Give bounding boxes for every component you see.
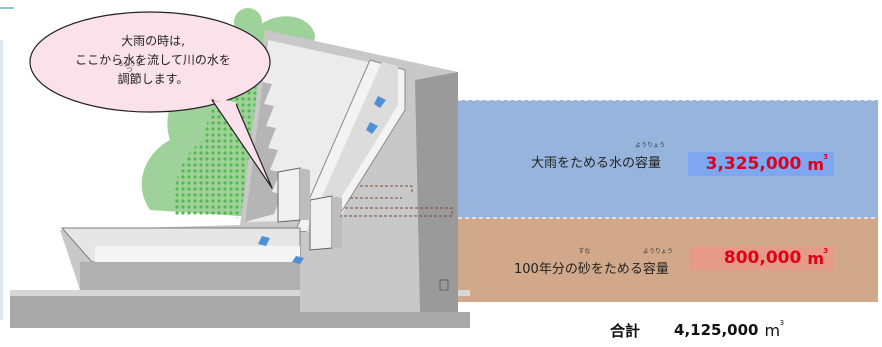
- bubble-line-3: ちょうせつ調節します。: [48, 62, 258, 89]
- ruby-base: 調節: [117, 72, 142, 86]
- water-capacity-value: 3,325,000: [705, 154, 802, 174]
- bubble-line-2: ここから水を流して川の水を: [75, 53, 231, 67]
- ruby-youryou-2: ようりょう容量: [642, 249, 673, 278]
- bubble-line-3-suffix: します。: [141, 72, 189, 86]
- unit-sup: 3: [823, 246, 828, 255]
- dam-right-face: [415, 72, 458, 312]
- speech-bubble: [29, 11, 273, 189]
- total-label: 合計: [610, 321, 641, 340]
- ruby-text: すな: [578, 248, 591, 255]
- speech-bubble-text: 大雨の時は, ここから水を流して川の水を ちょうせつ調節します。: [48, 32, 258, 89]
- sediment-label-prefix: 100年分の: [514, 262, 578, 277]
- sediment-label-mid: をためる: [590, 262, 643, 277]
- unit-sup: 3: [823, 152, 828, 161]
- unit-m: m: [807, 248, 824, 268]
- ruby-suna: すな砂: [577, 249, 591, 278]
- ruby-base: 砂: [577, 262, 591, 277]
- ruby-choset: ちょうせつ調節: [117, 62, 142, 89]
- unit-m: m: [764, 320, 781, 340]
- ruby-youryou: ようりょう容量: [635, 143, 665, 172]
- unit-sup: 3: [779, 318, 785, 327]
- water-capacity-label: 大雨をためる水のようりょう容量: [531, 143, 665, 172]
- foundation: [10, 290, 470, 328]
- sediment-capacity-value: 800,000: [723, 248, 802, 268]
- ruby-text: ようりょう: [642, 248, 673, 255]
- water-splashes: [258, 96, 386, 264]
- ruby-base: 容量: [642, 262, 669, 277]
- ruby-base: 容量: [635, 156, 662, 171]
- bubble-line-1: 大雨の時は,: [121, 34, 185, 48]
- unit-m: m: [807, 154, 824, 174]
- water-label-prefix: 大雨をためる水の: [531, 156, 636, 171]
- ruby-text: ちょうせつ: [117, 61, 142, 74]
- sediment-capacity-label: 100年分のすな砂をためるようりょう容量: [514, 249, 673, 278]
- total-value: 4,125,000: [674, 321, 759, 339]
- ruby-text: ようりょう: [635, 142, 666, 149]
